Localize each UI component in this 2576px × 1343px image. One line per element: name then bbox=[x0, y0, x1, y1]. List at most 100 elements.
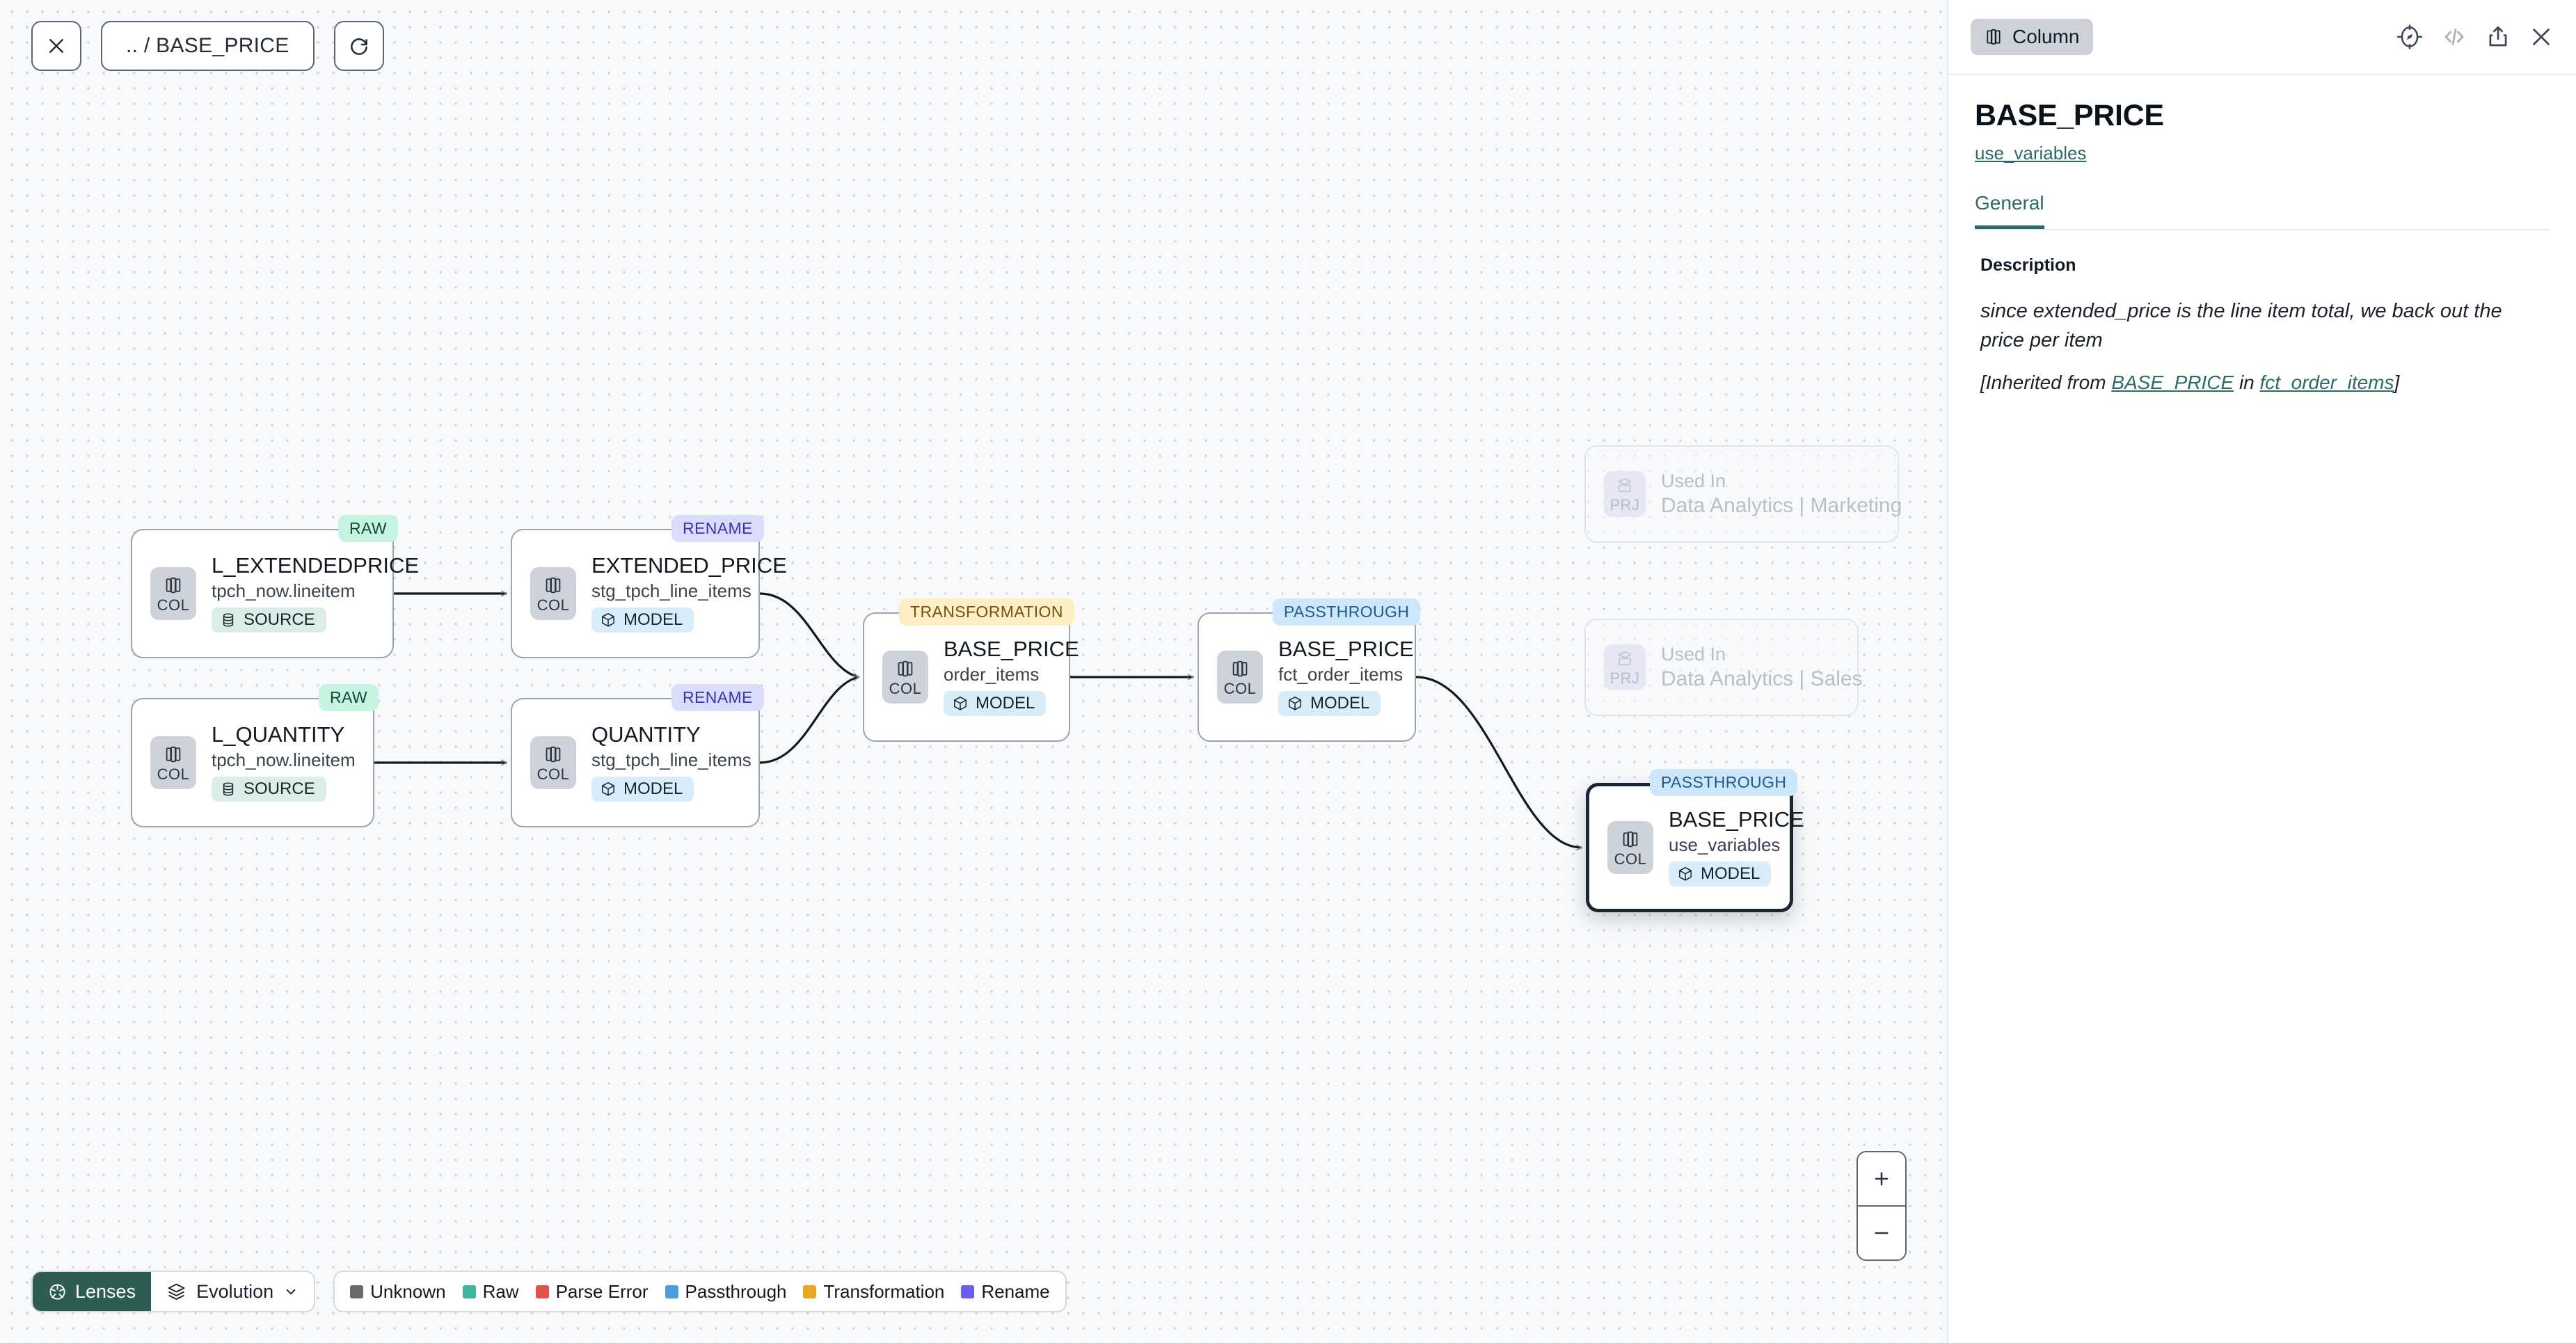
entity-type-badge[interactable]: Column bbox=[1971, 19, 2094, 55]
lenses-button[interactable]: Lenses bbox=[33, 1272, 152, 1311]
node-subtitle: fct_order_items bbox=[1278, 663, 1404, 685]
node-subtitle: stg_tpch_line_items bbox=[591, 749, 752, 770]
inherited-model-link[interactable]: fct_order_items bbox=[2259, 372, 2394, 394]
breadcrumb-button[interactable]: .. / BASE_PRICE bbox=[101, 21, 315, 71]
column-icon bbox=[546, 746, 561, 762]
node-kind-chip: MODEL bbox=[944, 690, 1047, 716]
col-icon-badge: COL bbox=[530, 567, 576, 620]
model-cube-icon bbox=[602, 612, 614, 627]
node-title: BASE_PRICE bbox=[944, 637, 1079, 662]
legend-item[interactable]: Passthrough bbox=[665, 1280, 787, 1303]
node-kind-label: SOURCE bbox=[244, 779, 315, 798]
column-icon bbox=[898, 660, 913, 676]
col-icon-badge: COL bbox=[1607, 821, 1653, 874]
lineage-legend: Unknown Raw Parse Error Passthrough Transfor… bbox=[333, 1271, 1067, 1312]
legend-item[interactable]: Unknown bbox=[350, 1281, 446, 1303]
parent-model-link[interactable]: use_variables bbox=[1975, 143, 2087, 164]
column-icon bbox=[1623, 831, 1638, 847]
project-icon-badge: PRJ bbox=[1604, 471, 1646, 517]
zoom-out-button[interactable] bbox=[1858, 1207, 1905, 1259]
close-graph-button[interactable] bbox=[31, 21, 81, 71]
close-panel-button[interactable] bbox=[2529, 24, 2554, 49]
legend-item[interactable]: Raw bbox=[462, 1281, 519, 1303]
tab-general[interactable]: General bbox=[1975, 192, 2044, 229]
legend-item[interactable]: Transformation bbox=[803, 1281, 944, 1303]
col-icon-badge: COL bbox=[150, 736, 196, 789]
canvas-toolbar: .. / BASE_PRICE bbox=[31, 21, 384, 71]
model-cube-icon bbox=[1289, 696, 1301, 710]
details-panel: Column bbox=[1947, 0, 2576, 1343]
share-icon bbox=[2489, 26, 2507, 47]
legend-swatch bbox=[462, 1285, 476, 1298]
node-icon-label: COL bbox=[536, 765, 570, 783]
close-icon bbox=[2533, 29, 2550, 45]
inherited-prefix: [Inherited from bbox=[1980, 372, 2112, 394]
zoom-in-button[interactable] bbox=[1858, 1152, 1905, 1205]
lens-controls: Lenses Evolution bbox=[31, 1271, 316, 1312]
share-button[interactable] bbox=[2486, 24, 2511, 49]
node-icon-label: COL bbox=[157, 596, 190, 614]
entity-type-label: Column bbox=[2012, 26, 2080, 47]
page-title: BASE_PRICE bbox=[1975, 99, 2164, 132]
node-kind-chip: MODEL bbox=[591, 776, 694, 802]
legend-label: Transformation bbox=[823, 1280, 945, 1302]
node-kind-chip: MODEL bbox=[1669, 861, 1772, 887]
legend-swatch bbox=[350, 1285, 364, 1298]
legend-item[interactable]: Parse Error bbox=[535, 1281, 649, 1303]
code-button[interactable] bbox=[2441, 24, 2467, 50]
inherited-column-link[interactable]: BASE_PRICE bbox=[2111, 372, 2234, 394]
explore-icon bbox=[2396, 24, 2423, 49]
ghost-icon-label: PRJ bbox=[1609, 495, 1640, 514]
project-icon bbox=[1618, 477, 1632, 492]
legend-swatch bbox=[535, 1285, 549, 1298]
col-icon-badge: COL bbox=[530, 736, 576, 789]
chevron-down-icon bbox=[286, 1289, 296, 1295]
panel-tabs: General bbox=[1975, 192, 2550, 230]
legend-item[interactable]: Rename bbox=[961, 1281, 1050, 1303]
lineage-canvas[interactable]: .. / BASE_PRICE bbox=[0, 0, 1947, 1343]
panel-header: Column bbox=[1948, 0, 2576, 75]
node-status-badge: RENAME bbox=[671, 515, 764, 542]
ghost-title: Used In bbox=[1661, 644, 1726, 665]
ghost-title: Used In bbox=[1661, 470, 1726, 492]
node-subtitle: order_items bbox=[944, 663, 1040, 685]
ghost-subtitle: Data Analytics | Marketing bbox=[1661, 494, 1902, 518]
column-icon bbox=[546, 577, 561, 593]
legend-label: Passthrough bbox=[685, 1280, 787, 1302]
model-cube-icon bbox=[954, 696, 967, 710]
refresh-button[interactable] bbox=[333, 21, 384, 71]
inherited-note: [Inherited from BASE_PRICE in fct_order_… bbox=[1980, 372, 2550, 394]
ghost-subtitle: Data Analytics | Sales bbox=[1661, 667, 1863, 691]
code-icon bbox=[2444, 29, 2464, 45]
minus-icon bbox=[1875, 1232, 1889, 1234]
node-title: L_QUANTITY bbox=[212, 722, 345, 747]
node-kind-chip: MODEL bbox=[1278, 690, 1381, 716]
project-icon bbox=[1618, 651, 1632, 665]
col-icon-badge: COL bbox=[150, 567, 196, 620]
node-status-badge: RAW bbox=[338, 515, 399, 542]
plus-icon bbox=[1875, 1172, 1889, 1186]
node-status-badge: PASSTHROUGH bbox=[1273, 598, 1421, 626]
node-status-badge: TRANSFORMATION bbox=[899, 598, 1074, 626]
node-subtitle: tpch_now.lineitem bbox=[212, 580, 356, 601]
column-icon bbox=[166, 577, 181, 593]
evolution-dropdown[interactable]: Evolution bbox=[151, 1272, 315, 1311]
node-icon-label: COL bbox=[157, 765, 190, 783]
node-icon-label: COL bbox=[536, 596, 570, 614]
explore-button[interactable] bbox=[2396, 24, 2423, 50]
description-text: since extended_price is the line item to… bbox=[1980, 300, 2502, 352]
